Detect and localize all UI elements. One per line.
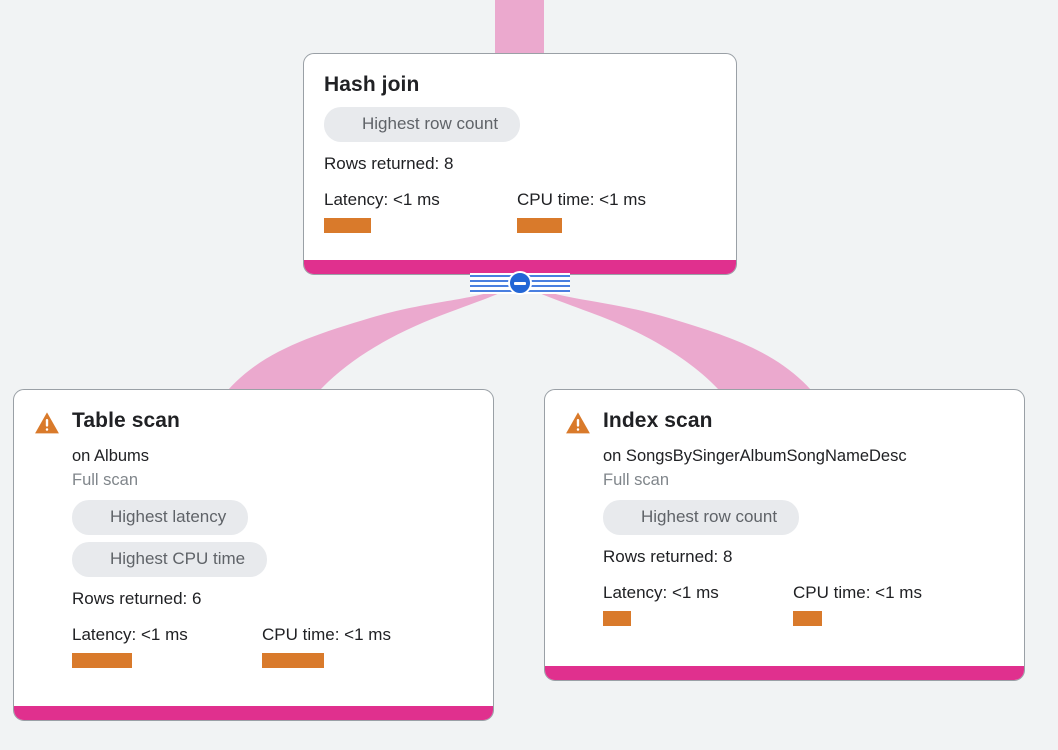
plan-node-index-scan[interactable]: Index scan on SongsBySingerAlbumSongName…	[544, 389, 1025, 681]
metric-cpu-time-label: CPU time: <1 ms	[262, 625, 391, 644]
metric-cpu-time: CPU time: <1 ms	[262, 624, 391, 668]
metric-cpu-time: CPU time: <1 ms	[517, 189, 646, 233]
badge-highest-latency[interactable]: Highest latency	[72, 500, 249, 535]
metric-cpu-time-bar	[517, 218, 562, 233]
metric-cpu-time-bar	[793, 611, 822, 626]
metric-latency-label: Latency: <1 ms	[72, 625, 188, 644]
warning-triangle-icon	[566, 412, 590, 434]
node-metrics: Latency: <1 ms CPU time: <1 ms	[603, 582, 922, 626]
node-title: Table scan	[72, 409, 180, 432]
node-badges: Highest latency Highest CPU time	[72, 500, 391, 577]
metric-cpu-time-label: CPU time: <1 ms	[517, 190, 646, 209]
badge-highest-row-count[interactable]: Highest row count	[603, 500, 800, 535]
metric-cpu-time-label: CPU time: <1 ms	[793, 583, 922, 602]
node-scan-type: Full scan	[72, 471, 139, 489]
metric-cpu-time: CPU time: <1 ms	[793, 582, 922, 626]
metric-latency-bar	[324, 218, 371, 233]
minus-circle-icon[interactable]	[508, 271, 532, 295]
node-subtitle: on Albums	[72, 447, 150, 465]
node-scan-type: Full scan	[603, 471, 670, 489]
node-accent-bar	[304, 260, 736, 274]
node-metrics: Latency: <1 ms CPU time: <1 ms	[72, 624, 391, 668]
node-title-block: Table scan on Albums Full scan Highest l…	[72, 408, 391, 668]
node-header: Index scan on SongsBySingerAlbumSongName…	[565, 408, 1004, 626]
rows-returned: Rows returned: 8	[324, 154, 454, 173]
plan-node-hash-join[interactable]: Hash join Highest row count Rows returne…	[303, 53, 737, 275]
edge-incoming-hash-join	[495, 0, 544, 54]
node-title: Hash join	[324, 73, 420, 96]
edge-hash-join-to-table-scan	[228, 286, 514, 390]
warning-triangle-icon	[35, 412, 59, 434]
node-badges: Highest row count	[324, 107, 716, 142]
node-title-block: Hash join	[324, 72, 419, 98]
badge-highest-row-count[interactable]: Highest row count	[324, 107, 521, 142]
rows-returned: Rows returned: 8	[603, 547, 733, 566]
edge-hash-join-to-index-scan	[525, 286, 811, 390]
node-accent-bar	[14, 706, 493, 720]
metric-latency: Latency: <1 ms	[72, 624, 262, 668]
node-accent-bar	[545, 666, 1024, 680]
node-metrics: Latency: <1 ms CPU time: <1 ms	[324, 189, 716, 233]
node-header: Table scan on Albums Full scan Highest l…	[34, 408, 473, 668]
metric-cpu-time-bar	[262, 653, 324, 668]
node-body: Index scan on SongsBySingerAlbumSongName…	[545, 390, 1024, 666]
plan-node-table-scan[interactable]: Table scan on Albums Full scan Highest l…	[13, 389, 494, 721]
metric-latency-label: Latency: <1 ms	[324, 190, 440, 209]
metric-latency-bar	[72, 653, 132, 668]
node-subtitle: on SongsBySingerAlbumSongNameDesc	[603, 447, 907, 465]
metric-latency-bar	[603, 611, 631, 626]
node-body: Table scan on Albums Full scan Highest l…	[14, 390, 493, 706]
metric-latency: Latency: <1 ms	[324, 189, 517, 233]
metric-latency-label: Latency: <1 ms	[603, 583, 719, 602]
node-title-block: Index scan on SongsBySingerAlbumSongName…	[603, 408, 922, 626]
badge-highest-cpu-time[interactable]: Highest CPU time	[72, 542, 268, 577]
rows-returned: Rows returned: 6	[72, 589, 202, 608]
metric-latency: Latency: <1 ms	[603, 582, 793, 626]
node-header: Hash join	[324, 72, 716, 98]
collapse-subtree-control[interactable]	[470, 271, 570, 296]
node-body: Hash join Highest row count Rows returne…	[304, 54, 736, 260]
node-title: Index scan	[603, 409, 713, 432]
node-badges: Highest row count	[603, 500, 922, 535]
